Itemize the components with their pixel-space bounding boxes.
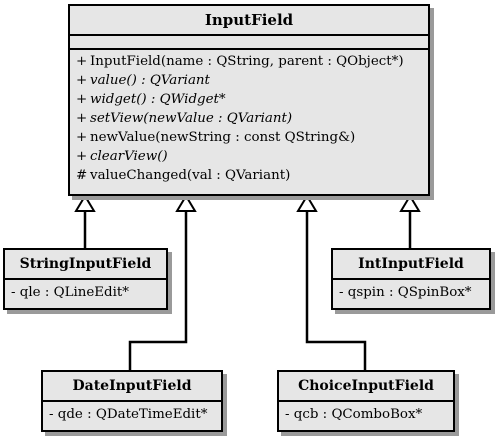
class-date-input-field: DateInputField - qde : QDateTimeEdit*: [41, 370, 223, 432]
class-name: IntInputField: [333, 250, 489, 280]
class-input-field: InputField +InputField(name : QString, p…: [68, 4, 430, 196]
attributes-compartment: [70, 36, 428, 50]
class-name: ChoiceInputField: [279, 372, 453, 402]
operation: +clearView(): [76, 149, 168, 164]
class-string-input-field: StringInputField - qle : QLineEdit*: [3, 248, 168, 310]
generalization-arrowhead: [399, 194, 421, 212]
class-name: StringInputField: [5, 250, 166, 280]
connector-date-input-field: [128, 210, 188, 370]
class-attribute: - qde : QDateTimeEdit*: [49, 407, 208, 422]
class-name: DateInputField: [43, 372, 221, 402]
class-choice-input-field: ChoiceInputField - qcb : QComboBox*: [277, 370, 455, 432]
operations-compartment: +InputField(name : QString, parent : QOb…: [70, 50, 428, 185]
generalization-arrowhead: [296, 194, 318, 212]
operation: +value() : QVariant: [76, 73, 210, 88]
operation: #valueChanged(val : QVariant): [76, 168, 291, 183]
operation: +InputField(name : QString, parent : QOb…: [76, 54, 404, 69]
class-int-input-field: IntInputField - qspin : QSpinBox*: [331, 248, 491, 310]
class-attribute: - qcb : QComboBox*: [285, 407, 423, 422]
generalization-arrowhead: [74, 194, 96, 212]
generalization-arrowhead: [175, 194, 197, 212]
class-name: InputField: [70, 6, 428, 36]
operation: +setView(newValue : QVariant): [76, 111, 293, 126]
operation: +widget() : QWidget*: [76, 92, 226, 107]
class-attribute: - qspin : QSpinBox*: [339, 285, 472, 300]
operation: +newValue(newString : const QString&): [76, 130, 356, 145]
connector-choice-input-field: [305, 210, 367, 370]
class-attribute: - qle : QLineEdit*: [11, 285, 129, 300]
